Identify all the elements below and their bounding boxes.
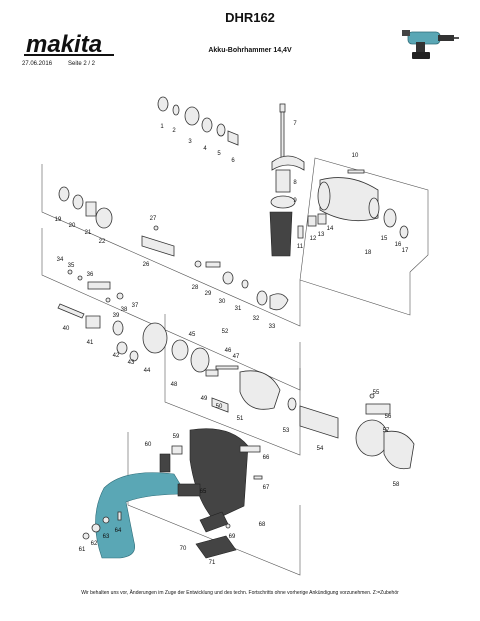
part-number-5: 5 [217, 151, 221, 157]
part-group-spindle-rings [58, 186, 113, 229]
part-number-20: 20 [69, 223, 76, 229]
part-number-18: 18 [365, 250, 372, 256]
part-number-66: 66 [263, 455, 270, 461]
part-number-26: 26 [143, 262, 150, 268]
part-number-35: 35 [68, 263, 75, 269]
svg-text:makita: makita [26, 31, 102, 58]
part-number-7: 7 [293, 121, 297, 127]
part-number-28: 28 [192, 285, 199, 291]
part-number-16: 16 [395, 242, 402, 248]
part-number-32: 32 [253, 316, 260, 322]
part-number-57: 57 [383, 428, 390, 434]
part-number-59: 59 [173, 434, 180, 440]
part-number-62: 62 [91, 541, 98, 547]
frame-top-right [299, 157, 429, 281]
part-number-63: 63 [103, 534, 110, 540]
part-group-piston [57, 269, 168, 362]
part-number-69: 69 [229, 534, 236, 540]
part-number-40: 40 [63, 326, 70, 332]
part-number-52: 52 [222, 329, 229, 335]
part-number-51: 51 [237, 416, 244, 422]
part-number-46: 46 [225, 348, 232, 354]
header-date: 27.06.2016 [22, 61, 53, 67]
part-number-67: 67 [263, 485, 270, 491]
part-number-64: 64 [115, 528, 122, 534]
part-number-41: 41 [87, 340, 94, 346]
part-number-58: 58 [393, 482, 400, 488]
part-number-3: 3 [188, 139, 192, 145]
part-number-43: 43 [128, 360, 135, 366]
header-page-number: Seite 2 / 2 [68, 61, 96, 67]
part-number-6: 6 [231, 158, 235, 164]
part-group-crank [171, 339, 281, 413]
rotary-hammer-thumbnail-icon [402, 30, 459, 59]
part-number-15: 15 [381, 236, 388, 242]
part-number-50: 50 [216, 404, 223, 410]
part-number-12: 12 [310, 236, 317, 242]
part-number-55: 55 [373, 390, 380, 396]
part-number-53: 53 [283, 428, 290, 434]
part-number-54: 54 [317, 446, 324, 452]
frame-top [41, 164, 411, 327]
part-spindle [141, 225, 175, 257]
makita-logo: makita [24, 31, 114, 58]
part-number-39: 39 [113, 313, 120, 319]
part-number-10: 10 [352, 153, 359, 159]
part-number-71: 71 [209, 560, 216, 566]
part-number-37: 37 [132, 303, 139, 309]
part-number-17: 17 [402, 248, 409, 254]
part-number-11: 11 [297, 244, 304, 250]
part-number-19: 19 [55, 217, 62, 223]
part-group-housing [82, 428, 263, 559]
part-number-27: 27 [150, 216, 157, 222]
part-number-42: 42 [113, 353, 120, 359]
model-description: Akku-Bohrhammer 14,4V [208, 47, 292, 54]
part-number-29: 29 [205, 291, 212, 297]
part-number-34: 34 [57, 257, 64, 263]
part-number-2: 2 [172, 128, 176, 134]
part-number-33: 33 [269, 324, 276, 330]
part-group-motor [287, 393, 415, 470]
part-group-side-handle [269, 155, 327, 257]
part-number-49: 49 [201, 396, 208, 402]
part-number-61: 61 [79, 547, 86, 553]
part-number-22: 22 [99, 239, 106, 245]
part-number-68: 68 [259, 522, 266, 528]
part-number-13: 13 [318, 232, 325, 238]
part-bolt [279, 103, 286, 161]
part-number-21: 21 [85, 230, 92, 236]
part-number-14: 14 [327, 226, 334, 232]
part-number-9: 9 [293, 198, 297, 204]
footer-disclaimer: Wir behalten uns vor, Änderungen im Zuge… [81, 590, 399, 596]
part-number-47: 47 [233, 354, 240, 360]
part-number-65: 65 [200, 489, 207, 495]
part-number-44: 44 [144, 368, 151, 374]
part-group-chuck-seals [157, 96, 239, 146]
part-number-8: 8 [293, 180, 297, 186]
part-number-31: 31 [235, 306, 242, 312]
part-number-70: 70 [180, 546, 187, 552]
part-number-48: 48 [171, 382, 178, 388]
part-number-1: 1 [160, 124, 164, 130]
part-number-36: 36 [87, 272, 94, 278]
part-number-38: 38 [121, 307, 128, 313]
part-number-30: 30 [219, 299, 226, 305]
part-number-labels: 1234567891011121314151617181920212226272… [55, 121, 409, 566]
part-group-gear-housing [317, 169, 409, 239]
model-number: DHR162 [225, 10, 275, 25]
frame-middle [41, 228, 301, 391]
part-number-60: 60 [145, 442, 152, 448]
part-group-intermediate-shaft [194, 260, 289, 311]
part-number-45: 45 [189, 332, 196, 338]
part-number-56: 56 [385, 414, 392, 420]
part-number-4: 4 [203, 146, 207, 152]
